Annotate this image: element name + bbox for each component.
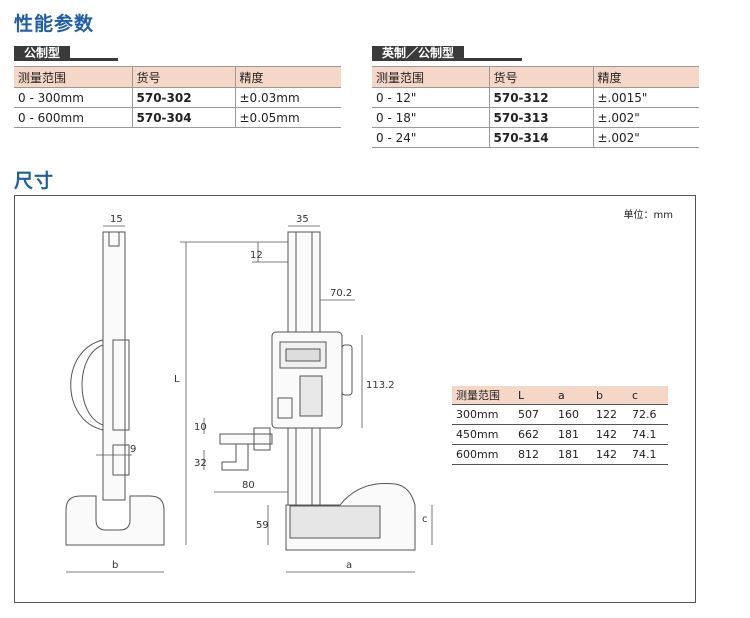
table-row: 450mm 662 181 142 74.1 [452, 424, 668, 445]
scriber-clamp [253, 427, 271, 451]
header-code: 货号 [131, 66, 235, 88]
table-row: 0 - 24" 570-314 ±.002" [372, 127, 699, 148]
fine-feed-knob [341, 344, 353, 396]
cell-code: 570-314 [488, 127, 593, 148]
dim-10: 10 [194, 422, 207, 433]
table-header-row: 测量范围 货号 精度 [14, 66, 341, 88]
table-row: 0 - 18" 570-313 ±.002" [372, 107, 699, 128]
cell-accuracy: ±.002" [592, 107, 699, 128]
drawing-frame: 单位：mm [14, 195, 696, 603]
cell-accuracy: ±.002" [592, 127, 699, 148]
cell: 600mm [452, 444, 514, 465]
dim-15: 15 [110, 214, 123, 225]
cell: 74.1 [628, 424, 668, 445]
dim-59: 59 [256, 520, 269, 531]
dim-113-2: 113.2 [366, 380, 395, 391]
cell-code: 570-312 [488, 87, 593, 108]
side-beam-top [108, 231, 120, 247]
metric-tag-rule [70, 58, 118, 61]
display-window [285, 348, 321, 362]
header-c: c [628, 386, 668, 405]
inch-tag-label: 英制／公制型 [372, 46, 465, 61]
performance-heading: 性能参数 [14, 13, 95, 35]
cell: 662 [514, 424, 554, 445]
dim-9: 9 [130, 444, 136, 455]
dim-c: c [422, 514, 428, 525]
cell: 72.6 [628, 404, 668, 425]
dimension-table: 测量范围 L a b c 300mm 507 160 122 72.6 450m… [452, 386, 668, 465]
header-range: 测量范围 [372, 66, 489, 88]
dim-32: 32 [194, 458, 207, 469]
metric-tag: 公制型 [14, 44, 118, 61]
header-accuracy: 精度 [592, 66, 699, 88]
cell-range: 0 - 24" [372, 127, 489, 148]
cell-code: 570-302 [131, 87, 235, 108]
cell: 450mm [452, 424, 514, 445]
header-code: 货号 [488, 66, 593, 88]
cell-accuracy: ±0.05mm [234, 107, 341, 128]
cell-range: 0 - 600mm [14, 107, 132, 128]
dim-b: b [112, 560, 118, 571]
table-header-row: 测量范围 货号 精度 [372, 66, 699, 88]
cell: 812 [514, 444, 554, 465]
cell-accuracy: ±0.03mm [234, 87, 341, 108]
button-panel [299, 375, 323, 417]
cell-accuracy: ±.0015" [592, 87, 699, 108]
side-slider-curve [70, 339, 104, 431]
cell-code: 570-304 [131, 107, 235, 128]
cell: 142 [592, 444, 628, 465]
header-accuracy: 精度 [234, 66, 341, 88]
dimensions-heading: 尺寸 [14, 170, 55, 192]
table-row: 600mm 812 181 142 74.1 [452, 444, 668, 465]
unit-note: 单位：mm [623, 210, 673, 221]
side-slider-body [112, 339, 130, 431]
side-slider-curve-inner [81, 344, 104, 426]
slider-lock [277, 397, 293, 419]
dim-70-2: 70.2 [330, 288, 352, 299]
side-base [65, 495, 165, 546]
dim-12: 12 [250, 250, 263, 261]
scriber-arm [219, 433, 273, 445]
dim-80: 80 [242, 480, 255, 491]
cell: 181 [554, 424, 592, 445]
scriber-tip [221, 443, 249, 471]
dim-a: a [346, 560, 352, 571]
header-range: 测量范围 [14, 66, 132, 88]
header-b: b [592, 386, 628, 405]
cell: 181 [554, 444, 592, 465]
cell: 300mm [452, 404, 514, 425]
cell-range: 0 - 18" [372, 107, 489, 128]
side-scriber [112, 444, 130, 476]
table-row: 0 - 600mm 570-304 ±0.05mm [14, 107, 341, 128]
table-header-row: 测量范围 L a b c [452, 386, 668, 405]
inch-spec-table: 测量范围 货号 精度 0 - 12" 570-312 ±.0015" 0 - 1… [372, 66, 699, 148]
metric-tag-label: 公制型 [14, 46, 71, 61]
cell-code: 570-313 [488, 107, 593, 128]
table-row: 0 - 12" 570-312 ±.0015" [372, 87, 699, 108]
side-beam [102, 231, 126, 501]
dim-35: 35 [296, 214, 309, 225]
cell: 142 [592, 424, 628, 445]
inch-tag-rule [464, 58, 522, 61]
header-range: 测量范围 [452, 386, 514, 405]
cell: 507 [514, 404, 554, 425]
cell: 160 [554, 404, 592, 425]
cell-range: 0 - 300mm [14, 87, 132, 108]
header-L: L [514, 386, 554, 405]
inch-tag: 英制／公制型 [372, 44, 522, 61]
cell-range: 0 - 12" [372, 87, 489, 108]
header-a: a [554, 386, 592, 405]
table-row: 0 - 300mm 570-302 ±0.03mm [14, 87, 341, 108]
dim-L: L [174, 374, 180, 385]
base-grip [289, 505, 381, 539]
cell: 122 [592, 404, 628, 425]
metric-spec-table: 测量范围 货号 精度 0 - 300mm 570-302 ±0.03mm 0 -… [14, 66, 341, 128]
cell: 74.1 [628, 444, 668, 465]
table-row: 300mm 507 160 122 72.6 [452, 404, 668, 425]
